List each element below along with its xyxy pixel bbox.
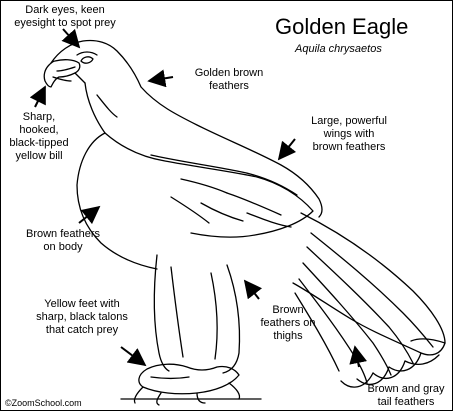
label-body-feathers: Brown feathers on body <box>26 228 100 253</box>
arrow-feet <box>120 346 147 367</box>
scientific-name: Aquila chrysaetos <box>295 43 382 55</box>
eagle-chest <box>76 82 158 270</box>
eagle-wing <box>104 132 314 238</box>
eagle-eye <box>80 56 94 64</box>
label-bill: Sharp, hooked, black-tipped yellow bill <box>9 111 69 162</box>
label-golden-brown-feathers: Golden brown feathers <box>194 67 264 92</box>
eagle-leg-left <box>153 254 170 372</box>
label-eyes: Dark eyes, keen eyesight to spot prey <box>14 4 116 29</box>
arrow-thighs <box>243 279 263 300</box>
eagle-head-outline <box>50 39 323 218</box>
eagle-leg-right <box>222 264 241 374</box>
arrow-feathers <box>147 69 174 88</box>
eagle-foot <box>138 363 240 395</box>
arrow-wings <box>277 138 297 161</box>
eagle-tail <box>292 212 446 356</box>
arrow-bill <box>29 85 46 108</box>
label-wings: Large, powerful wings with brown feather… <box>311 115 387 153</box>
diagram-title: Golden Eagle <box>275 14 409 39</box>
arrow-body <box>78 205 101 225</box>
label-thighs: Brown feathers on thighs <box>260 304 316 342</box>
label-feet: Yellow feet with sharp, black talons tha… <box>36 298 128 336</box>
arrow-tail <box>349 345 368 368</box>
copyright-notice: ©ZoomSchool.com <box>5 398 82 408</box>
arrow-eyes <box>61 28 81 49</box>
eagle-beak <box>43 59 81 88</box>
label-tail: Brown and gray tail feathers <box>367 383 445 408</box>
